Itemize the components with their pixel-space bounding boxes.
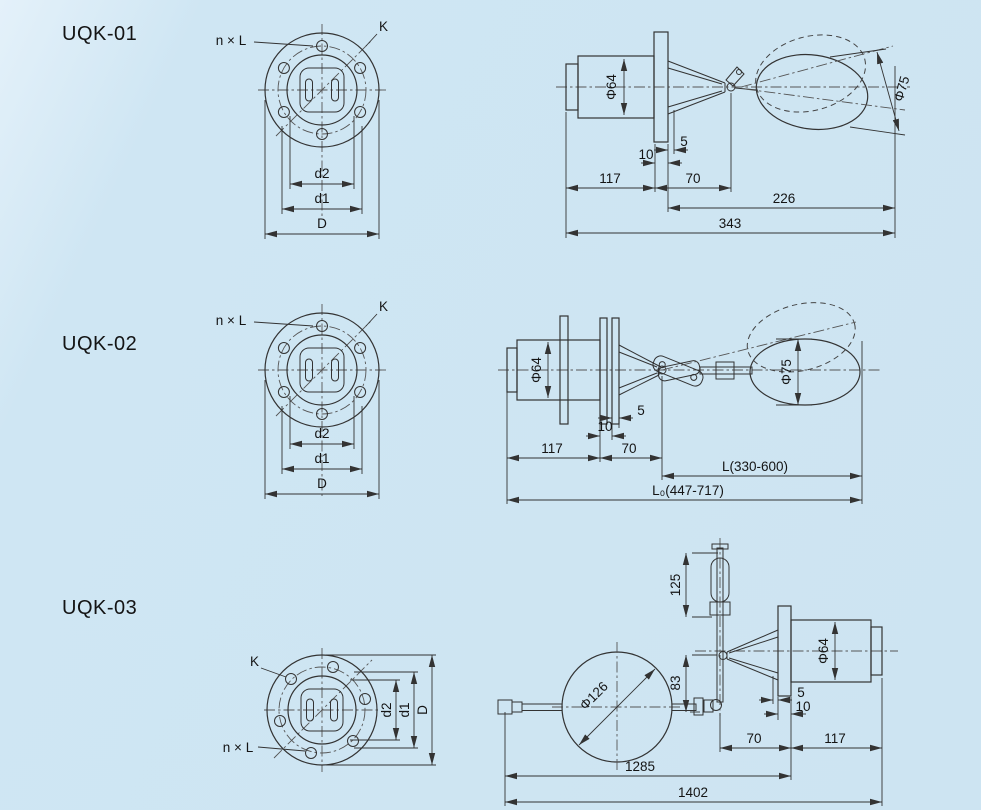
uqk02-nxl-label: n × L xyxy=(216,313,247,328)
uqk02-flange-callouts: n × L K xyxy=(216,299,388,328)
uqk01-float-diameter-dim: Φ75 xyxy=(829,48,913,136)
uqk03-side-body xyxy=(718,605,883,697)
uqk03-float-ball xyxy=(497,642,722,772)
uqk03-d1-label: d1 xyxy=(397,702,412,717)
uqk03-dim1402-label: 1402 xyxy=(678,785,708,800)
uqk02-flange-body xyxy=(264,312,380,428)
uqk02-phi75-label: Φ75 xyxy=(779,359,794,385)
uqk02-phi64-label: Φ64 xyxy=(529,357,544,383)
uqk01-d2-label: d2 xyxy=(314,166,329,181)
uqk01-dim117-label: 117 xyxy=(599,171,621,186)
uqk03-dim5-label: 5 xyxy=(797,685,805,700)
uqk02-d1-label: d1 xyxy=(314,451,329,466)
uqk01-section: UQK-01 xyxy=(62,19,912,239)
uqk02-flange-view: n × L K d2 d1 D xyxy=(216,299,388,499)
uqk02-body-diameter-dim: Φ64 xyxy=(529,342,552,398)
uqk03-dim125-label: 125 xyxy=(668,574,683,597)
uqk02-dimL0-label: L₀(447-717) xyxy=(652,483,724,498)
uqk03-phi126-label: Φ126 xyxy=(577,679,611,713)
uqk03-side-dimensions: 125 83 5 10 70 117 xyxy=(504,552,883,806)
uqk01-dim10-label: 10 xyxy=(638,147,653,162)
uqk02-section: UQK-02 xyxy=(62,299,880,504)
uqk01-flange-view: n × L K d2 d1 D xyxy=(216,19,388,239)
uqk01-D-label: D xyxy=(317,216,327,231)
uqk02-dim117-label: 117 xyxy=(541,441,563,456)
uqk02-side-view: Φ64 Φ75 10 xyxy=(498,302,880,504)
uqk03-body-diameter-dim: Φ64 xyxy=(816,622,839,680)
uqk02-flange-bolt-holes xyxy=(277,320,367,420)
uqk02-side-dimensions: 10 5 117 70 L(330-600) L₀(447-717) xyxy=(506,341,863,504)
uqk03-k-label: K xyxy=(250,654,259,669)
uqk02-flange-centerlines xyxy=(258,304,386,498)
uqk02-title: UQK-02 xyxy=(62,333,137,355)
uqk01-dim70-label: 70 xyxy=(685,171,700,186)
uqk03-flange-dimensions: d2 d1 D xyxy=(326,654,436,766)
uqk03-d2-label: d2 xyxy=(379,702,394,717)
uqk01-side-body xyxy=(565,31,758,143)
uqk02-k-label: K xyxy=(379,299,388,314)
uqk02-dim10-label: 10 xyxy=(597,419,612,434)
uqk01-phi64-label: Φ64 xyxy=(604,74,619,100)
uqk03-side-view: Φ64 Φ126 125 xyxy=(497,538,898,806)
uqk03-dim117-label: 117 xyxy=(824,731,846,746)
uqk01-nxl-label: n × L xyxy=(216,33,247,48)
uqk01-k-label: K xyxy=(379,19,388,34)
uqk01-flange-centerlines xyxy=(258,24,386,218)
uqk02-flange-dimensions: d2 d1 D xyxy=(264,380,380,499)
uqk03-nxl-label: n × L xyxy=(223,740,254,755)
uqk02-float-diameter-dim: Φ75 xyxy=(776,338,812,406)
uqk01-body-diameter-dim: Φ64 xyxy=(604,59,628,115)
uqk03-D-label: D xyxy=(415,705,430,715)
uqk01-phi75-label: Φ75 xyxy=(891,74,913,103)
uqk01-dim5-label: 5 xyxy=(680,134,688,149)
uqk02-dim5-label: 5 xyxy=(637,403,645,418)
uqk01-flange-dimensions: d2 d1 D xyxy=(264,100,380,239)
uqk02-d2-label: d2 xyxy=(314,426,329,441)
uqk01-d1-label: d1 xyxy=(314,191,329,206)
uqk03-dim10-label: 10 xyxy=(795,699,810,714)
uqk01-dim226-label: 226 xyxy=(773,191,796,206)
uqk03-title: UQK-03 xyxy=(62,597,137,619)
uqk03-dim70-label: 70 xyxy=(746,731,761,746)
uqk02-D-label: D xyxy=(317,476,327,491)
uqk02-float xyxy=(661,302,861,406)
uqk03-phi64-label: Φ64 xyxy=(816,638,831,664)
uqk01-title: UQK-01 xyxy=(62,23,137,45)
uqk01-flange-bolt-holes xyxy=(277,40,367,140)
uqk03-rod-assembly xyxy=(709,543,731,703)
uqk03-flange-view: K n × L d2 d1 D xyxy=(223,648,436,772)
uqk03-flange-callouts: K n × L xyxy=(223,654,306,755)
uqk01-flange-callouts: n × L K xyxy=(216,19,388,48)
uqk03-flange-centerlines xyxy=(264,648,380,772)
uqk03-flange-bolt-holes xyxy=(274,661,371,759)
uqk02-side-body xyxy=(506,315,753,425)
uqk01-float xyxy=(740,34,906,131)
uqk01-dim343-label: 343 xyxy=(719,216,742,231)
uqk01-side-dimensions: 5 10 117 70 226 343 xyxy=(565,66,896,238)
uqk02-dimL-label: L(330-600) xyxy=(722,459,788,474)
uqk01-flange-body xyxy=(264,32,380,148)
uqk03-section: UQK-03 xyxy=(62,538,898,806)
uqk03-dim1285-label: 1285 xyxy=(625,759,655,774)
uqk03-flange-body xyxy=(266,654,378,766)
uqk01-side-view: Φ64 Φ75 xyxy=(556,31,913,238)
uqk02-dim70-label: 70 xyxy=(621,441,636,456)
uqk03-dim83-label: 83 xyxy=(668,675,683,690)
